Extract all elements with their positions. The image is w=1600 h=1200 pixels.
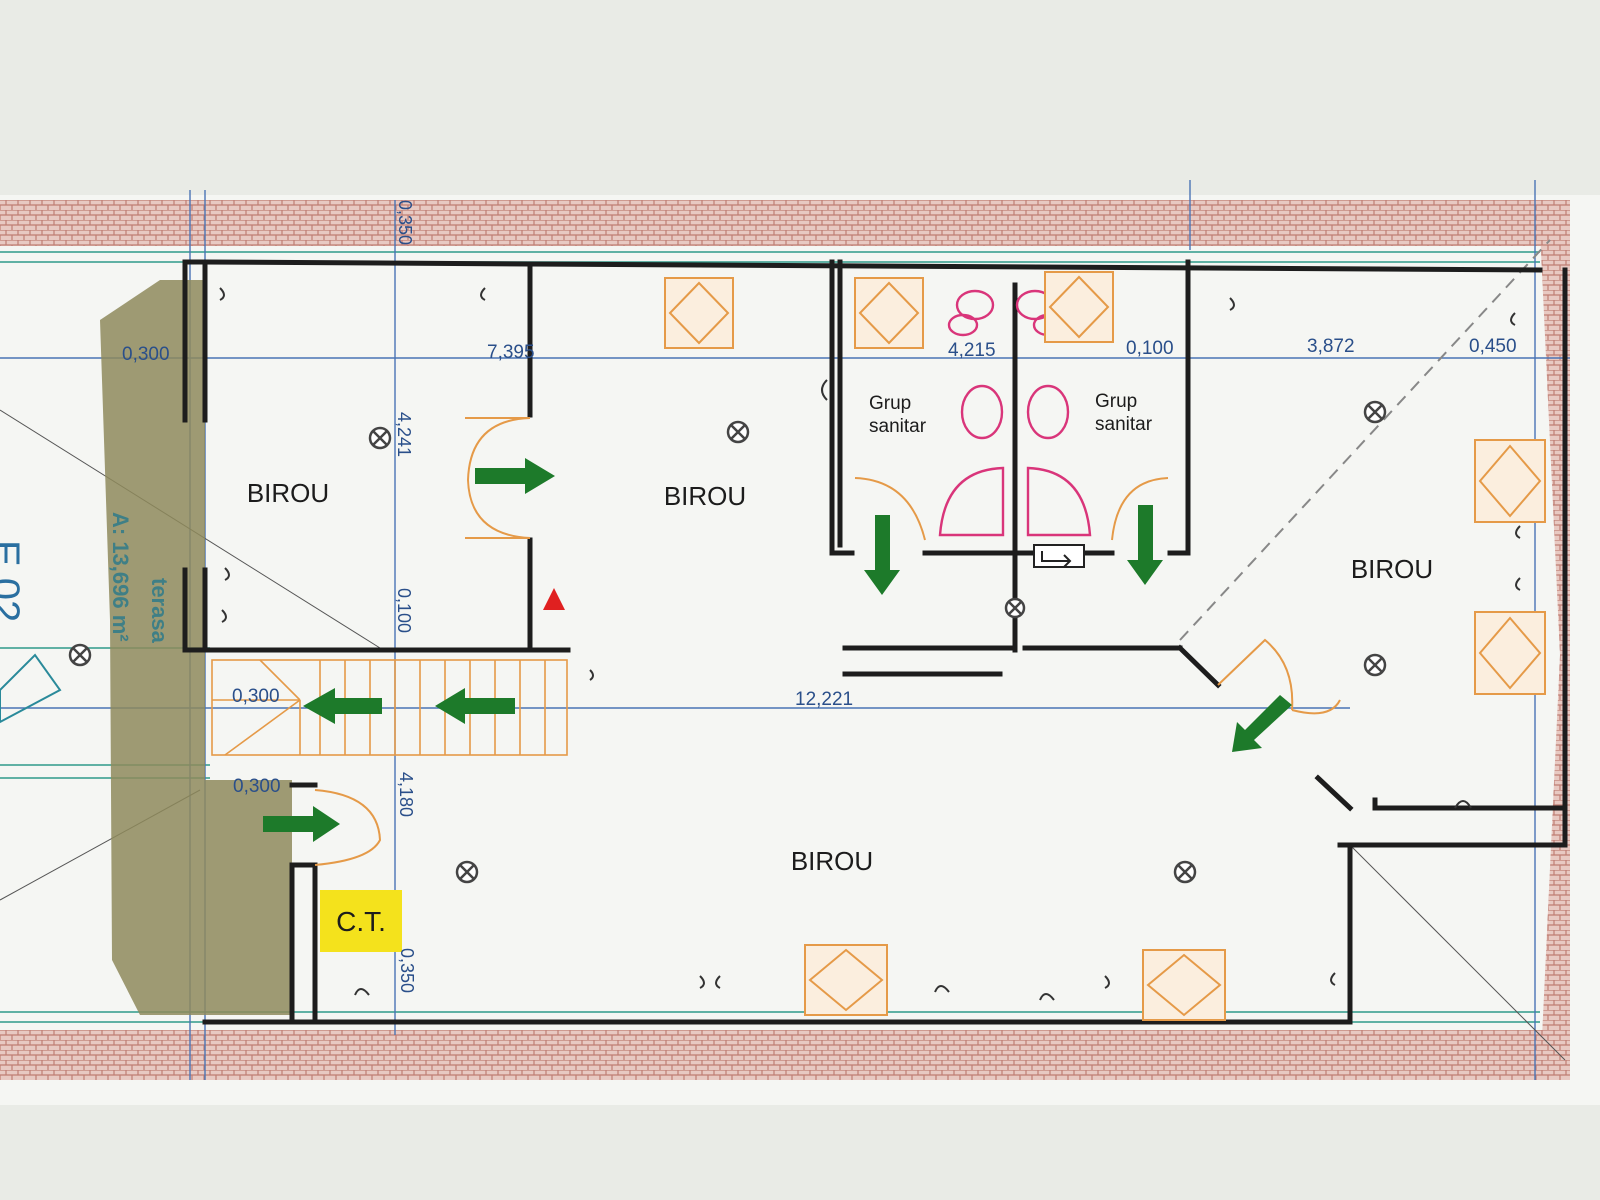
room-office-top-middle: BIROU xyxy=(664,481,746,511)
exit-arrow-icon xyxy=(303,688,382,724)
socket-icon xyxy=(1039,993,1055,1001)
skylight-icon xyxy=(804,944,888,1016)
light-fixture-icon xyxy=(68,643,92,667)
bottom-brick-wall xyxy=(0,1030,1570,1080)
top-brick-wall xyxy=(0,200,1570,246)
walls xyxy=(182,259,1568,1025)
wc-left-label-line1: Grup xyxy=(869,393,911,414)
wc-right-label-line1: Grup xyxy=(1095,391,1137,412)
light-fixture-icon xyxy=(1004,597,1026,619)
socket-icon xyxy=(1229,297,1235,311)
socket-icon xyxy=(1510,312,1516,326)
door-ct xyxy=(314,789,382,866)
exit-arrow-icon xyxy=(1232,695,1292,752)
room-office-top-left: BIROU xyxy=(247,478,329,508)
socket-icon xyxy=(224,567,230,581)
dimension-label: 0,450 xyxy=(1469,336,1517,357)
socket-icon xyxy=(589,669,594,681)
light-fixture-icon xyxy=(1363,400,1387,424)
dimension-label: 0,350 xyxy=(397,948,417,993)
socket-icon xyxy=(934,985,950,993)
staircase xyxy=(211,659,568,756)
socket-icon xyxy=(1515,525,1521,539)
socket-icon xyxy=(1104,975,1110,989)
skylight-icon xyxy=(664,277,734,349)
socket-icon xyxy=(699,975,705,989)
door-top-left xyxy=(466,417,531,539)
door-wc-right xyxy=(1111,477,1169,541)
alarm-triangle-icon xyxy=(543,588,565,610)
wc-left-label-line2: sanitar xyxy=(869,416,927,437)
terrace-name: terasa xyxy=(147,578,172,644)
dimension-label: 4,241 xyxy=(394,412,414,457)
shower-icon xyxy=(1026,466,1092,537)
door-wc-left xyxy=(854,477,926,541)
dimension-label: 7,395 xyxy=(487,342,535,363)
door-right-office xyxy=(1217,638,1294,711)
exit-arrow-icon xyxy=(864,515,900,595)
dashed-roof-line xyxy=(1179,239,1551,641)
doors xyxy=(314,417,1341,866)
exit-arrows xyxy=(263,458,1292,842)
dimension-label: 0,300 xyxy=(233,776,281,797)
socket-icon xyxy=(480,287,486,301)
light-fixture-icon xyxy=(1173,860,1197,884)
exit-arrow-icon xyxy=(435,688,515,724)
socket-icon xyxy=(821,379,828,401)
terrace-marker-icon xyxy=(0,653,62,724)
skylight-icon xyxy=(1474,439,1546,523)
dimension-label: 0,100 xyxy=(394,588,414,633)
skylight-icon xyxy=(1142,949,1226,1021)
light-fixtures xyxy=(68,400,1387,884)
room-office-bottom: BIROU xyxy=(791,846,873,876)
light-fixture-icon xyxy=(1363,653,1387,677)
dimension-label: 4,215 xyxy=(948,340,996,361)
socket-icon xyxy=(221,609,227,623)
socket-icon xyxy=(715,975,721,989)
edge-text: E 02 xyxy=(0,540,27,622)
terrace-area-label: A: 13,696 m² xyxy=(108,512,133,642)
emergency-exit-sign-icon xyxy=(1033,544,1085,568)
dimension-label: 0,100 xyxy=(1126,338,1174,359)
room-office-right: BIROU xyxy=(1351,554,1433,584)
ct-box xyxy=(320,890,402,952)
exit-arrow-icon xyxy=(475,458,555,494)
exit-arrow-icon xyxy=(263,806,340,842)
dimension-label: 12,221 xyxy=(795,689,853,710)
sink-icon xyxy=(960,384,1004,440)
socket-icon xyxy=(219,287,225,301)
light-fixture-icon xyxy=(726,420,750,444)
sockets xyxy=(219,287,1521,1001)
wc-right-label-line2: sanitar xyxy=(1095,414,1153,435)
skylight-icon xyxy=(1474,611,1546,695)
socket-icon xyxy=(1454,800,1472,809)
skylight-icon xyxy=(854,277,924,349)
socket-icon xyxy=(1330,972,1336,986)
sanitary-fixtures xyxy=(938,289,1092,537)
shower-icon xyxy=(938,466,1005,537)
dimension-label: 0,300 xyxy=(122,344,170,365)
sink-icon xyxy=(1026,384,1070,440)
dimension-label: 0,300 xyxy=(232,686,280,707)
socket-icon xyxy=(354,988,370,996)
dimension-label: 4,180 xyxy=(396,772,416,817)
light-fixture-icon xyxy=(455,860,479,884)
dimension-label: 0,350 xyxy=(395,200,415,245)
exit-arrow-icon xyxy=(1127,505,1163,585)
skylights xyxy=(664,271,1546,1021)
ct-label: C.T. xyxy=(336,906,386,937)
dimension-label: 3,872 xyxy=(1307,336,1355,357)
socket-icon xyxy=(1515,577,1521,591)
light-fixture-icon xyxy=(368,426,392,450)
skylight-icon xyxy=(1044,271,1114,343)
